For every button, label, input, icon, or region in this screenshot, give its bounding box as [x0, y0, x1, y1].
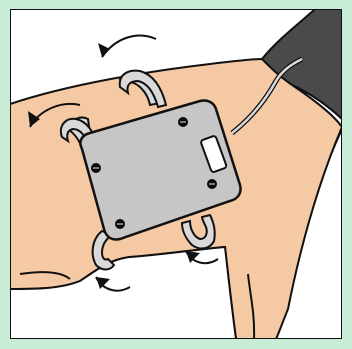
screw-middle-right [207, 179, 217, 189]
screw-bottom-left [115, 219, 125, 229]
screw-top-left [91, 163, 101, 173]
illustration-panel [10, 9, 342, 339]
screw-top-right [178, 117, 188, 127]
arm-device-illustration [10, 9, 342, 339]
